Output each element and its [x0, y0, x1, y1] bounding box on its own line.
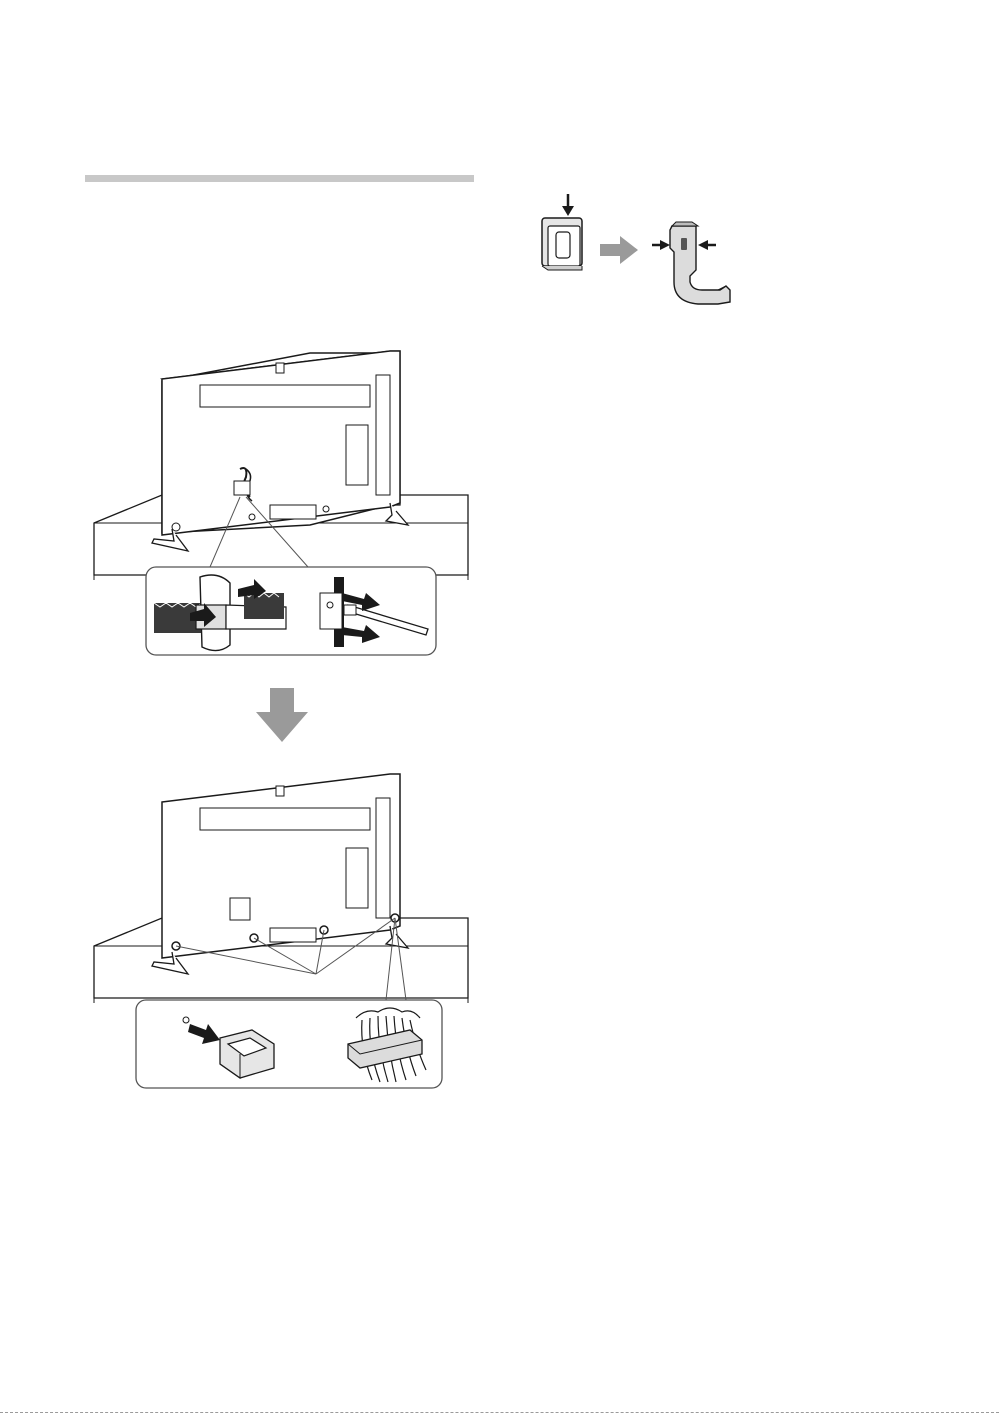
section-header-rule [85, 175, 474, 182]
tv-back-panel [162, 351, 400, 535]
page-bottom-border [0, 1412, 999, 1414]
step-down-arrow-icon [256, 688, 308, 742]
squeeze-right-arrow-icon [660, 240, 670, 250]
tv-rear-cable-clamp-removal-figure [90, 345, 475, 660]
j-clip-shape [670, 222, 730, 304]
cable-holder-assembly-figure [520, 190, 750, 320]
transform-right-arrow-icon [600, 236, 638, 264]
press-down-arrow-icon [562, 206, 574, 216]
tv-rear-cable-holder-attach-figure [90, 768, 475, 1096]
squeeze-left-arrow-icon [698, 240, 708, 250]
tv-back-panel-2 [162, 774, 400, 958]
cable-holder-block [542, 218, 582, 270]
